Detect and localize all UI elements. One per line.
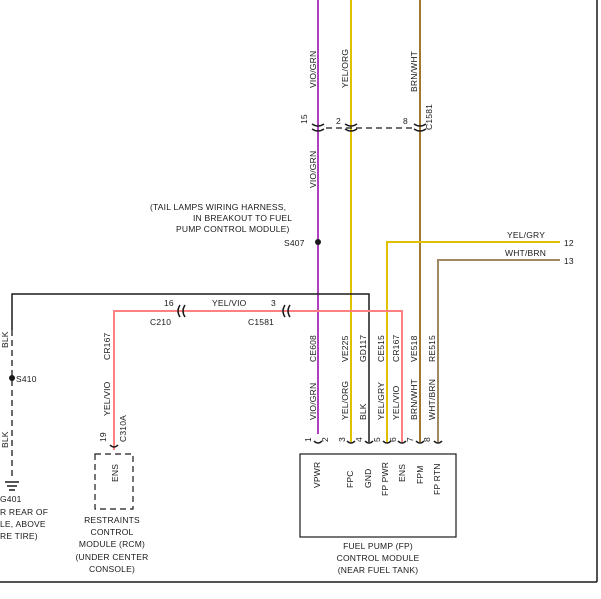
harness-note-line2: IN BREAKOUT TO FUEL	[193, 213, 292, 223]
fp-module-line3: (NEAR FUEL TANK)	[338, 565, 419, 575]
rcm-line5: CONSOLE)	[89, 564, 135, 574]
wire-wht-brn-13	[437, 259, 560, 442]
fp-term-fp-rtn: FP RTN	[432, 463, 442, 495]
wire-num-13: 13	[564, 256, 574, 266]
rcm-line4: (UNDER CENTER	[76, 552, 149, 562]
c1581-pin-8: 8	[403, 116, 408, 126]
connector-c1581-mid	[282, 304, 291, 318]
harness-note-line3: PUMP CONTROL MODULE)	[176, 224, 290, 234]
c1581-pin-2: 2	[336, 116, 341, 126]
circuit-ve518: VE518	[409, 335, 419, 362]
fp-wire-yel-vio: YEL/VIO	[391, 385, 401, 420]
circuit-gd117: GD117	[358, 335, 368, 362]
mid-pin-16: 16	[164, 298, 174, 308]
ground-note-line2: LE, ABOVE	[0, 519, 46, 529]
splice-s410-label: S410	[16, 374, 37, 384]
circuit-ve225: VE225	[340, 335, 350, 362]
rcm-pin-terminal	[109, 444, 119, 448]
ground-g401-label: G401	[0, 494, 22, 504]
fp-pin-terminals	[313, 440, 443, 444]
c1581-pin-15: 15	[299, 114, 309, 124]
harness-note-line1: (TAIL LAMPS WIRING HARNESS,	[150, 202, 286, 212]
rcm-connector-c310a: C310A	[118, 415, 128, 442]
fp-wire-brn-wht: BRN/WHT	[409, 379, 419, 420]
fp-pin-7: 7	[405, 437, 415, 442]
fp-term-vpwr: VPWR	[312, 462, 322, 488]
connector-c210	[177, 304, 186, 318]
fp-pin-3: 3	[337, 437, 347, 442]
rcm-term-ens: ENS	[110, 464, 120, 482]
connector-c1581-upper	[311, 123, 427, 132]
fp-module-line2: CONTROL MODULE	[337, 553, 420, 563]
wire-label-yel-gry: YEL/GRY	[507, 230, 545, 240]
wire-label-brn-wht-top: BRN/WHT	[409, 51, 419, 92]
fp-term-fpm: FPM	[415, 465, 425, 484]
fp-module-box	[299, 453, 457, 538]
fp-pin-5: 5	[372, 437, 382, 442]
splice-s410	[9, 375, 15, 381]
ground-note-line1: R REAR OF	[0, 507, 48, 517]
fp-wire-blk: BLK	[358, 403, 368, 420]
wire-label-yel-org-top: YEL/ORG	[340, 49, 350, 88]
fp-term-fpc: FPC	[345, 470, 355, 488]
rcm-pin-19: 19	[98, 432, 108, 442]
fp-pin-4: 4	[354, 437, 364, 442]
wire-label-wht-brn: WHT/BRN	[505, 248, 546, 258]
circuit-cr167: CR167	[391, 334, 401, 362]
wire-label-vio-grn-mid: VIO/GRN	[308, 151, 318, 188]
blk-label-top: BLK	[0, 331, 10, 348]
fp-term-ens: ENS	[397, 464, 407, 482]
ground-symbol	[5, 481, 19, 491]
rcm-line2: CONTROL	[91, 527, 134, 537]
wire-label-vio-grn-top: VIO/GRN	[308, 51, 318, 88]
fp-wire-wht-brn: WHT/BRN	[427, 379, 437, 420]
circuit-re515: RE515	[427, 335, 437, 362]
fp-module-line1: FUEL PUMP (FP)	[343, 541, 413, 551]
fp-pin-6: 6	[388, 437, 398, 442]
fp-term-fp-pwr: FP PWR	[380, 462, 390, 496]
splice-s407-label: S407	[284, 238, 305, 248]
c1581-name-upper: C1581	[424, 104, 434, 130]
c1581-label-mid: C1581	[248, 317, 274, 327]
fp-wire-yel-org: YEL/ORG	[340, 381, 350, 420]
rcm-circuit-cr167: CR167	[102, 332, 112, 360]
c210-label: C210	[150, 317, 171, 327]
top-wires	[317, 0, 421, 442]
circuit-ce608: CE608	[308, 335, 318, 362]
mid-wire-yel-vio: YEL/VIO	[212, 298, 247, 308]
splice-s407	[315, 239, 321, 245]
fp-term-gnd: GND	[363, 469, 373, 489]
wire-yel-vio	[113, 310, 403, 450]
fp-pin-1: 1	[303, 437, 313, 442]
circuit-ce515: CE515	[376, 335, 386, 362]
ground-note-line3: RE TIRE)	[0, 531, 38, 541]
blk-label-bottom: BLK	[0, 431, 10, 448]
fp-wire-vio-grn: VIO/GRN	[308, 383, 318, 420]
rcm-wire-yel-vio: YEL/VIO	[102, 381, 112, 416]
rcm-box	[94, 453, 134, 510]
fp-pin-8: 8	[422, 437, 432, 442]
wire-num-12: 12	[564, 238, 574, 248]
rcm-line1: RESTRAINTS	[84, 515, 140, 525]
wire-yel-gry-12	[386, 241, 560, 442]
wire-blk-ground	[11, 293, 370, 442]
mid-pin-3: 3	[271, 298, 276, 308]
fp-wire-yel-gry: YEL/GRY	[376, 382, 386, 420]
fp-pin-2: 2	[320, 437, 330, 442]
rcm-line3: MODULE (RCM)	[79, 539, 145, 549]
